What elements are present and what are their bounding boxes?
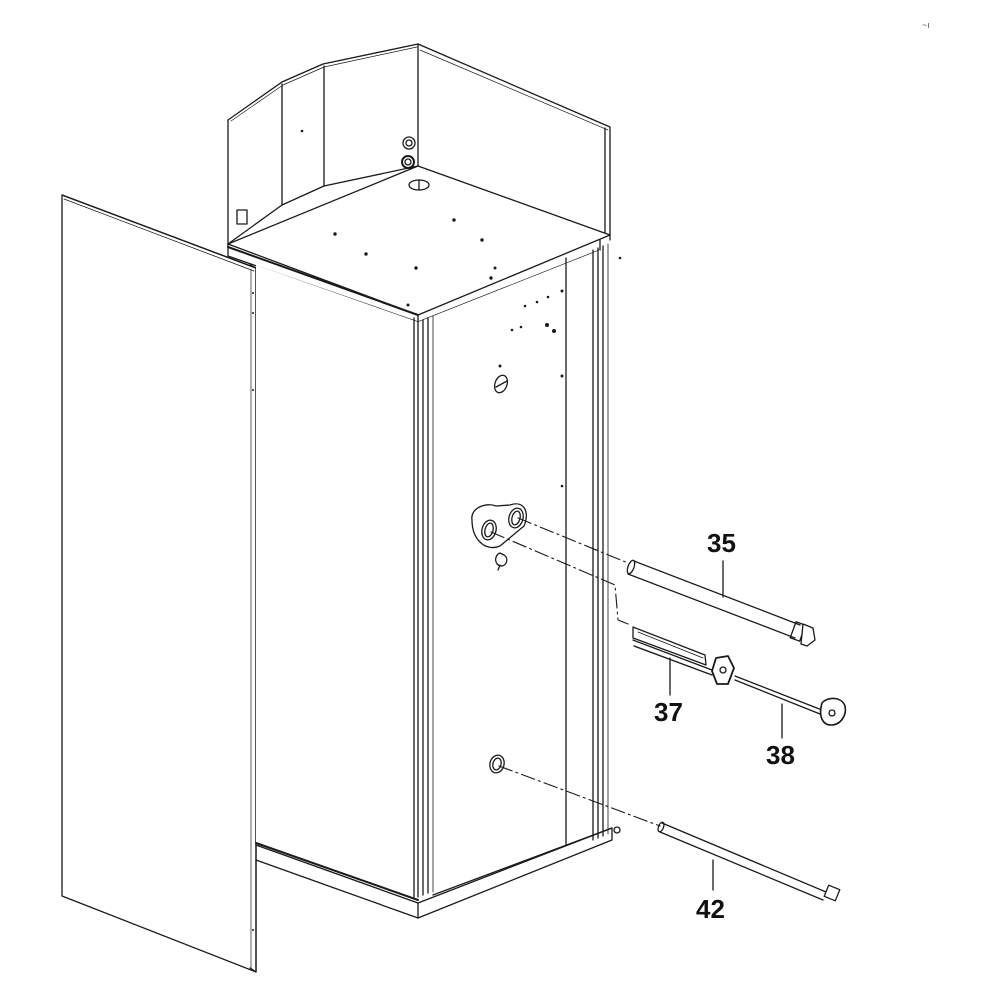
callout-37: 37 xyxy=(654,697,683,727)
part-37-heating-element xyxy=(632,626,735,696)
back-walls xyxy=(227,43,611,245)
side-panel xyxy=(61,194,257,973)
callout-35: 35 xyxy=(707,528,736,558)
callout-42: 42 xyxy=(696,894,725,924)
callout-38: 38 xyxy=(766,740,795,770)
part-42-tube xyxy=(657,821,841,902)
top-plate xyxy=(227,165,611,323)
assembly-lines xyxy=(490,517,661,827)
part-35-tube xyxy=(626,559,816,647)
cabinet-body xyxy=(255,243,622,919)
corner-mark: ~ı xyxy=(922,20,930,30)
part-38-thermostat-rod xyxy=(734,675,847,739)
